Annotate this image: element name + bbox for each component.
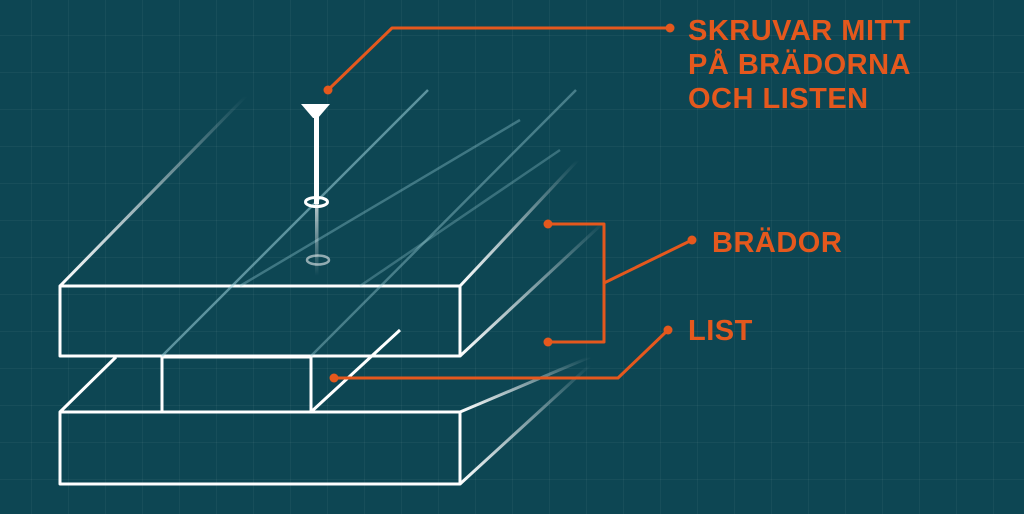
boards-label: BRÄDOR bbox=[712, 227, 843, 259]
bottom-board-right-low-edge bbox=[458, 363, 592, 486]
hidden-line-2 bbox=[310, 89, 577, 357]
boards-bracket bbox=[546, 222, 606, 344]
screws-dot-end bbox=[665, 23, 675, 33]
callouts bbox=[326, 26, 694, 380]
batten-dot-start bbox=[329, 373, 339, 383]
screw-shaft bbox=[314, 116, 319, 204]
hidden-line-4 bbox=[359, 148, 561, 288]
boards-dot-top bbox=[543, 219, 553, 229]
batten bbox=[160, 328, 402, 414]
screws-label: SKRUVAR MITT PÅ BRÄDORNA OCH LISTEN bbox=[688, 15, 911, 115]
screw-shaft-hidden bbox=[315, 204, 319, 276]
screw-head bbox=[301, 104, 330, 118]
batten-side-edge bbox=[309, 328, 402, 414]
bottom-board-front bbox=[58, 410, 462, 486]
screws-dot-start bbox=[323, 85, 333, 95]
screw-exit-ring bbox=[305, 254, 331, 266]
screws-leader bbox=[326, 26, 672, 92]
screw-icon bbox=[301, 104, 331, 276]
hidden-line-3 bbox=[239, 118, 521, 288]
boards-leader bbox=[602, 238, 694, 285]
boards-dot-bottom bbox=[543, 337, 553, 347]
hidden-lines bbox=[161, 89, 577, 357]
batten-label: LIST bbox=[688, 315, 753, 347]
top-board-left-edge bbox=[58, 94, 248, 288]
batten-dot-end bbox=[663, 325, 673, 335]
top-board-front bbox=[58, 284, 462, 358]
hidden-line-1 bbox=[161, 89, 429, 357]
bottom-board-right-back-edge bbox=[459, 355, 591, 414]
top-board bbox=[58, 94, 606, 358]
top-board-right-low-edge bbox=[458, 220, 606, 358]
batten-leader bbox=[332, 328, 670, 380]
callout-dots bbox=[323, 23, 697, 383]
bottom-board bbox=[58, 355, 592, 486]
screw-entry-ring bbox=[304, 196, 329, 208]
top-board-right-edge bbox=[458, 158, 580, 288]
bottom-board-left-edge bbox=[58, 355, 118, 414]
boards-dot-end bbox=[687, 235, 697, 245]
